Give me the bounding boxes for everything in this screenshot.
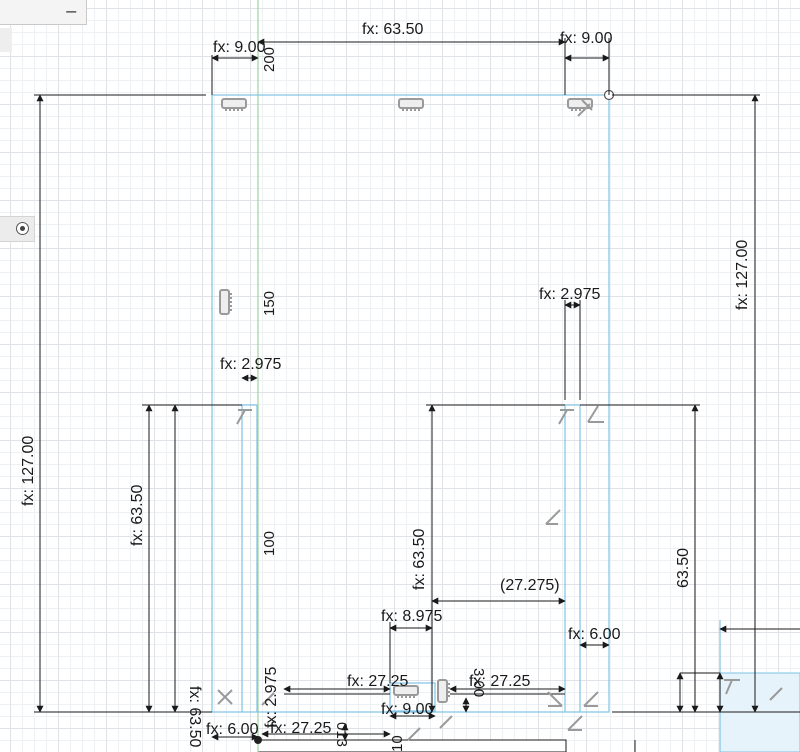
radio-icon[interactable]	[16, 222, 29, 235]
dim-right-tab[interactable]: fx: 6.00	[568, 626, 621, 643]
perpendicular-constraint-icon[interactable]	[567, 715, 583, 731]
dim-left-height[interactable]: fx: 127.00	[20, 436, 37, 506]
horizontal-constraint-icon[interactable]	[221, 98, 247, 111]
dim-left-lower-height[interactable]: fx: 63.50	[129, 485, 146, 546]
perpendicular-constraint-icon[interactable]	[407, 727, 421, 741]
dim-mid-vertical[interactable]: 150	[261, 291, 278, 316]
outer-rectangle[interactable]	[211, 94, 610, 713]
dim-left-lower-height-2[interactable]: fx: 63.50	[186, 686, 203, 747]
dim-center-height[interactable]: fx: 63.50	[411, 529, 428, 590]
dim-bottom-partial-2[interactable]: 10	[389, 735, 406, 752]
panel-edge	[0, 28, 12, 52]
dim-bottom-tab[interactable]: fx: 6.00	[206, 721, 259, 738]
dim-bottom-width-2[interactable]: fx: 27.25	[270, 720, 331, 737]
perpendicular-constraint-icon[interactable]	[724, 679, 740, 695]
dim-bottom-height[interactable]: 3.00	[470, 668, 487, 697]
dim-center-offset[interactable]: fx: 8.975	[381, 608, 442, 625]
dim-bottom-margin[interactable]: fx: 9.00	[381, 701, 434, 718]
visibility-toggle[interactable]	[0, 216, 35, 242]
perpendicular-constraint-icon[interactable]	[577, 99, 593, 117]
minimize-button[interactable]: −	[64, 2, 78, 21]
dimension-text[interactable]: fx: 63.50 fx: 9.00 fx: 9.00 200 fx: 127.…	[20, 21, 751, 752]
browser-panel: −	[0, 0, 87, 25]
perpendicular-constraint-icon[interactable]	[545, 509, 561, 525]
vertical-constraint-icon[interactable]	[219, 289, 232, 315]
coincident-constraint-icon[interactable]	[217, 689, 233, 705]
dim-left-slot-width[interactable]: fx: 2.975	[220, 356, 281, 373]
dim-bottom-partial[interactable]: 013	[333, 722, 350, 747]
perpendicular-constraint-icon[interactable]	[261, 692, 275, 706]
dimension-lines	[34, 38, 800, 752]
dim-driven-width[interactable]: (27.275)	[500, 577, 560, 594]
dim-lower-vertical[interactable]: 100	[261, 531, 278, 556]
dim-left-margin[interactable]: fx: 9.00	[213, 39, 266, 56]
dim-bottom-slot[interactable]: fx: 2.975	[263, 667, 280, 728]
perpendicular-constraint-icon[interactable]	[236, 409, 252, 425]
perpendicular-constraint-icon[interactable]	[587, 405, 604, 423]
horizontal-constraint-icon[interactable]	[393, 685, 419, 698]
perpendicular-constraint-icon[interactable]	[558, 409, 574, 425]
perpendicular-constraint-icon[interactable]	[769, 687, 783, 701]
profile-region-2[interactable]	[257, 739, 567, 752]
dim-bottom-right-width[interactable]: fx: 27.25	[469, 673, 530, 690]
horizontal-constraint-icon[interactable]	[567, 98, 593, 111]
perpendicular-constraint-icon[interactable]	[547, 691, 563, 707]
constraint-glyphs[interactable]	[217, 98, 783, 741]
dim-right-margin[interactable]: fx: 9.00	[560, 30, 613, 47]
dim-right-lower-height[interactable]: 63.50	[675, 548, 692, 588]
horizontal-constraint-icon[interactable]	[398, 98, 424, 111]
dim-top-vertical[interactable]: 200	[261, 47, 278, 72]
dim-right-slot-width[interactable]: fx: 2.975	[539, 286, 600, 303]
sketch-geometry[interactable]	[211, 94, 721, 752]
perpendicular-constraint-icon[interactable]	[439, 715, 453, 729]
dim-top-width[interactable]: fx: 63.50	[362, 21, 423, 38]
dim-bottom-left-width[interactable]: fx: 27.25	[347, 673, 408, 690]
perpendicular-constraint-icon[interactable]	[583, 691, 599, 707]
vertical-constraint-icon[interactable]	[437, 679, 450, 703]
dim-right-height[interactable]: fx: 127.00	[734, 240, 751, 310]
